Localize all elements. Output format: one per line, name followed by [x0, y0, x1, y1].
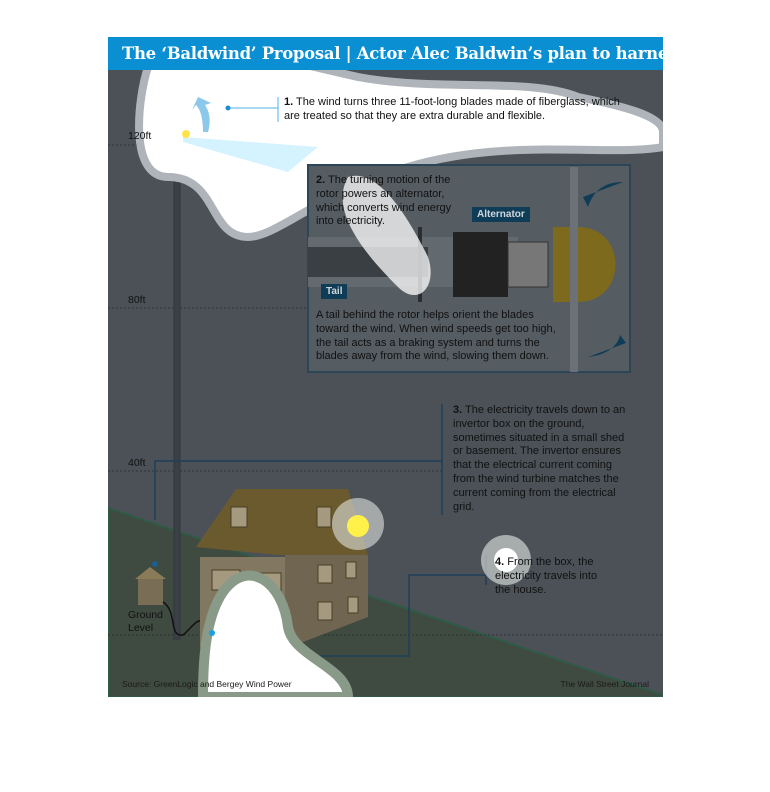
wind-arrow-icon — [192, 97, 211, 132]
nose-cone — [553, 227, 616, 302]
step-2: 2. The turning motion of the rotor power… — [316, 174, 452, 228]
alternator-body — [453, 232, 508, 297]
step-1: 1. The wind turns three 11-foot-long bla… — [284, 96, 620, 122]
blob-overlay — [197, 570, 354, 697]
illustration — [108, 43, 663, 697]
ground — [108, 506, 663, 697]
height-label-40ft: 40ft — [128, 457, 146, 469]
tail-label: Tail — [321, 284, 348, 299]
step-3: 3. The electricity travels down to an in… — [453, 404, 626, 513]
step-4: 4. From the box, the electricity travels… — [495, 556, 598, 596]
tower — [173, 148, 181, 640]
tail-note: A tail behind the rotor helps orient the… — [316, 309, 556, 363]
alternator-label: Alternator — [472, 207, 530, 222]
credit: The Wall Street Journal — [560, 679, 650, 689]
step3-leader — [154, 460, 442, 520]
house-roof — [196, 489, 368, 555]
height-label-ground: Ground Level — [128, 609, 164, 634]
light-beam — [183, 137, 318, 172]
hub-light — [182, 130, 190, 138]
source-note: Source: GreenLogic and Bergey Wind Power — [122, 679, 292, 689]
infographic: The ‘Baldwind’ Proposal | Actor Alec Bal… — [108, 37, 663, 697]
height-label-120ft: 120ft — [128, 130, 152, 142]
rotate-arrow-top-icon — [583, 182, 623, 207]
cloud-overlay — [135, 43, 663, 242]
page-title: The ‘Baldwind’ Proposal | Actor Alec Bal… — [108, 37, 663, 70]
blade-shaft — [570, 167, 578, 372]
cable — [162, 601, 207, 636]
invertor-shed — [138, 577, 163, 605]
height-label-80ft: 80ft — [128, 294, 146, 306]
